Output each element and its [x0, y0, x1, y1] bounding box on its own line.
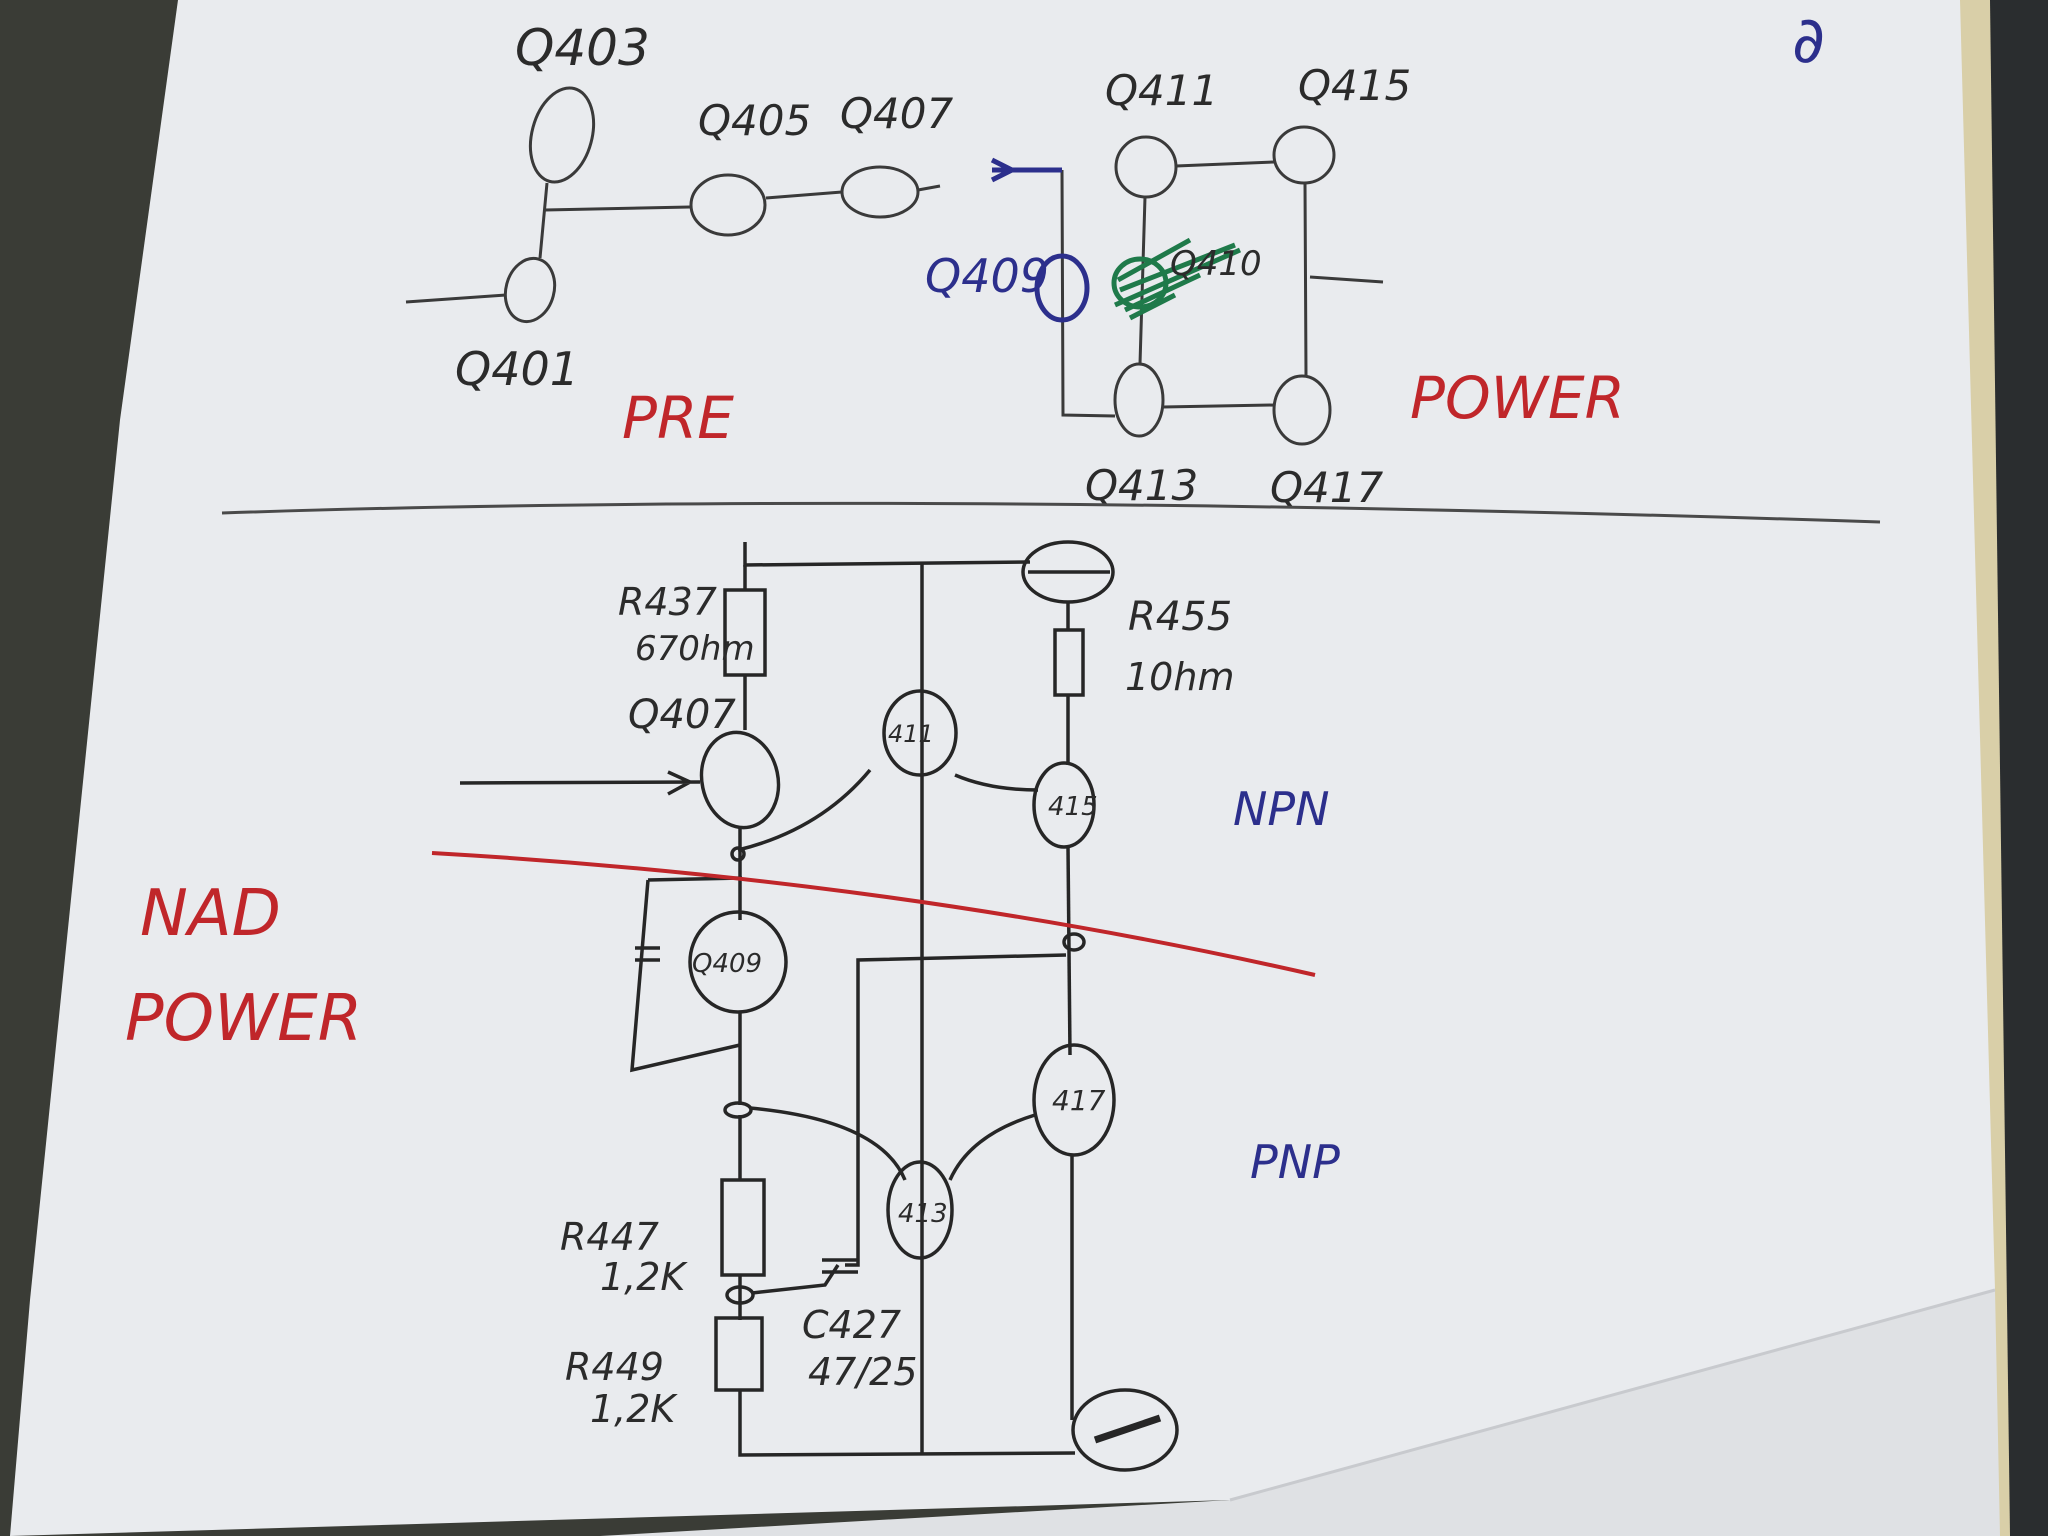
value-r437: 670hm: [635, 629, 755, 669]
label-r447: R447: [560, 1215, 659, 1259]
label-q407-bottom: Q407: [628, 692, 736, 738]
label-r455: R455: [1128, 594, 1232, 640]
value-r455: 10hm: [1125, 655, 1234, 699]
title-power: POWER: [125, 982, 362, 1056]
label-411: 411: [888, 720, 934, 748]
bottom-rail: [738, 1390, 1076, 1457]
value-c427: 47/25: [808, 1350, 918, 1394]
bottom-fuse: [1071, 1388, 1179, 1472]
transistor-q411: [1114, 135, 1178, 199]
label-q403: Q403: [515, 19, 650, 77]
transistor-q409: [1034, 253, 1090, 323]
bottom-labels: R437 670hm Q407 411 R455 10hm 415 NPN Q4…: [125, 580, 1340, 1431]
label-r449: R449: [565, 1345, 664, 1389]
value-r449: 1,2K: [590, 1387, 678, 1431]
transistor-q403: [528, 86, 596, 184]
resistor-r447: [720, 1178, 766, 1277]
transistor-417: [1032, 1043, 1116, 1157]
wire-417-413: [948, 1113, 1036, 1181]
label-pnp: PNP: [1250, 1135, 1340, 1189]
transistor-q413: [1113, 362, 1165, 438]
q407-input-arrow: [459, 770, 701, 796]
label-q411: Q411: [1105, 66, 1218, 115]
label-npn: NPN: [1233, 782, 1330, 836]
label-pre: PRE: [622, 384, 734, 452]
label-415: 415: [1048, 792, 1098, 822]
capacitor-c427: [822, 1258, 858, 1274]
paper-sheet: [10, 0, 1995, 1536]
label-c427: C427: [802, 1303, 901, 1347]
value-r447: 1,2K: [600, 1255, 688, 1299]
right-rail-upper: [1066, 846, 1072, 1056]
label-power: POWER: [1410, 364, 1625, 432]
transistor-q417: [1272, 374, 1332, 446]
transistor-q407-bottom: [699, 730, 781, 830]
section-divider: [221, 501, 1881, 524]
label-q405: Q405: [698, 96, 811, 145]
fold-line: [1229, 1288, 1996, 1502]
title-nad: NAD: [140, 877, 281, 951]
label-r437: R437: [618, 580, 717, 624]
label-q415: Q415: [1298, 61, 1411, 110]
top-blue-marks: [990, 157, 1090, 323]
wire-to-411: [737, 768, 872, 852]
bottom-schematic: [459, 540, 1179, 1472]
transistor-q415: [1272, 125, 1336, 185]
node-mid: [723, 1101, 753, 1119]
transistor-413: [886, 1160, 954, 1260]
label-q410: Q410: [1170, 244, 1262, 284]
label-q413: Q413: [1085, 461, 1198, 510]
node-415-emitter: [1062, 932, 1086, 952]
npn-pnp-divider: [431, 851, 1316, 977]
input-arrow: [990, 157, 1062, 183]
label-417: 417: [1052, 1084, 1106, 1117]
node-q407-emitter: [730, 846, 746, 862]
wire-to-c427: [845, 953, 1067, 1267]
label-q401: Q401: [455, 342, 579, 396]
top-labels: Q403 Q401 Q405 Q407 Q409 Q410 Q411 Q415 …: [455, 19, 1625, 512]
transistor-411: [882, 689, 958, 777]
label-q409: Q409: [925, 249, 1049, 303]
label-413: 413: [898, 1199, 948, 1229]
transistor-q409-bottom: [688, 910, 788, 1014]
corner-mark: ∂: [1792, 4, 1825, 78]
pre-wires: [405, 182, 941, 304]
node-bottom: [725, 1285, 755, 1305]
paper-fold: [600, 1290, 2000, 1536]
q409-capacitor: [635, 946, 660, 962]
label-q407: Q407: [840, 89, 954, 138]
transistor-q410: [1111, 256, 1169, 310]
label-q417: Q417: [1270, 463, 1384, 512]
label-q409-bottom: Q409: [692, 949, 762, 979]
wire-411-415: [954, 773, 1039, 792]
transistor-q401: [503, 256, 557, 324]
transistor-415: [1032, 761, 1096, 849]
wire-to-413: [749, 1106, 907, 1181]
bottom-fuse-bar: [1093, 1414, 1162, 1444]
green-scribble: [1111, 237, 1242, 321]
transistor-q405: [689, 173, 767, 237]
